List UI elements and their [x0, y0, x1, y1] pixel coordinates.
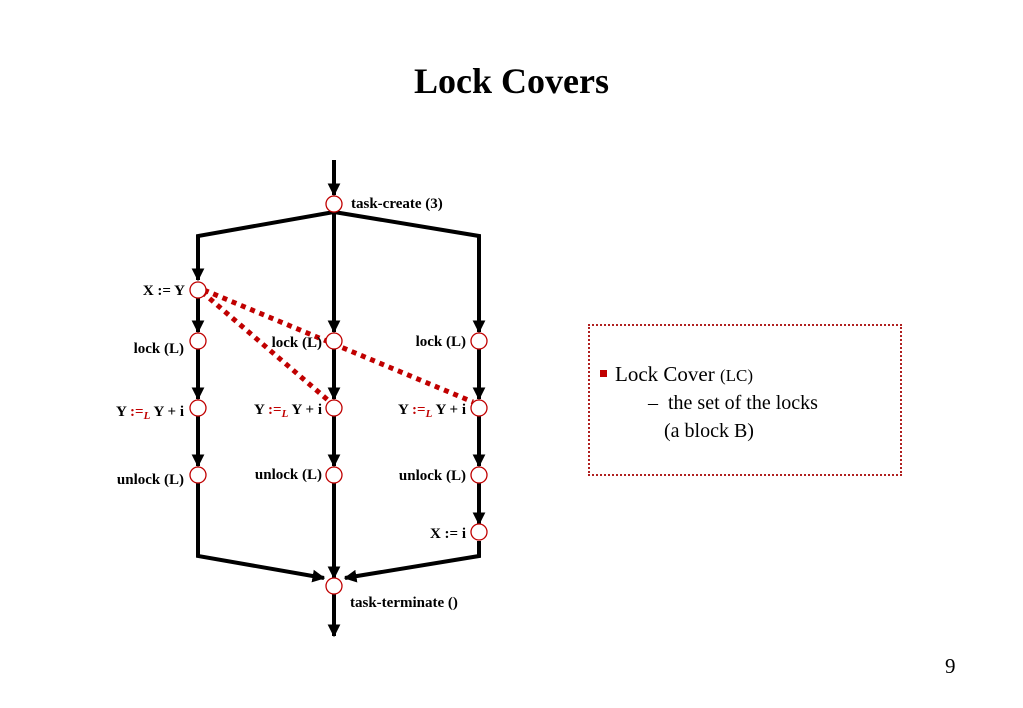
node-y-assign-mid — [325, 399, 343, 417]
edge-fork-right — [333, 210, 486, 334]
lock-cover-definition: –the set of the locks — [648, 392, 818, 415]
page-number: 9 — [945, 654, 956, 678]
label-lock-right: lock (L) — [416, 334, 466, 350]
lock-cover-bullet: Lock Cover (LC) — [600, 362, 753, 387]
node-labels: task-create (3) X := Y lock (L) lock (L)… — [116, 196, 466, 611]
node-y-assign-right — [470, 399, 488, 417]
node-lock-left — [189, 332, 207, 350]
cover-line-right — [203, 287, 474, 405]
label-unlock-left: unlock (L) — [117, 472, 184, 488]
definition-line-2: (a block B) — [664, 420, 754, 442]
node-unlock-right — [470, 466, 488, 484]
edge-join-right — [343, 541, 481, 583]
label-y-assign-mid: Y :=L Y + i — [254, 402, 322, 420]
edge-fork-left — [191, 210, 335, 282]
node-unlock-mid — [325, 466, 343, 484]
node-unlock-left — [189, 466, 207, 484]
label-unlock-right: unlock (L) — [399, 468, 466, 484]
lock-cover-term: Lock Cover — [615, 362, 715, 386]
label-lock-mid: lock (L) — [272, 335, 322, 351]
label-x-assign-y: X := Y — [143, 283, 185, 299]
label-x-assign-i: X := i — [430, 526, 466, 542]
node-x-assign-i — [470, 523, 488, 541]
lock-cover-abbrev: (LC) — [719, 366, 754, 385]
cover-line-mid — [200, 290, 331, 403]
node-task-terminate — [325, 577, 343, 595]
flow-edges — [191, 160, 486, 638]
node-lock-mid — [325, 332, 343, 350]
label-y-assign-left: Y :=L Y + i — [116, 404, 184, 422]
lock-cover-box: Lock Cover (LC) –the set of the locks (a… — [588, 324, 902, 476]
node-task-create — [325, 195, 343, 213]
dash-bullet: – — [648, 392, 658, 414]
slide-title: Lock Covers — [414, 61, 609, 101]
label-task-terminate: task-terminate () — [350, 595, 458, 611]
node-lock-right — [470, 332, 488, 350]
label-task-create: task-create (3) — [351, 196, 443, 212]
label-unlock-mid: unlock (L) — [255, 467, 322, 483]
edge-join-left — [196, 483, 326, 583]
flow-nodes — [189, 195, 488, 595]
square-bullet-icon — [600, 370, 607, 377]
definition-line-1: the set of the locks — [668, 392, 818, 414]
node-y-assign-left — [189, 399, 207, 417]
lock-cover-lines — [200, 287, 474, 405]
label-y-assign-right: Y :=L Y + i — [398, 402, 466, 420]
label-lock-left: lock (L) — [134, 341, 184, 357]
node-x-assign-y — [189, 281, 207, 299]
